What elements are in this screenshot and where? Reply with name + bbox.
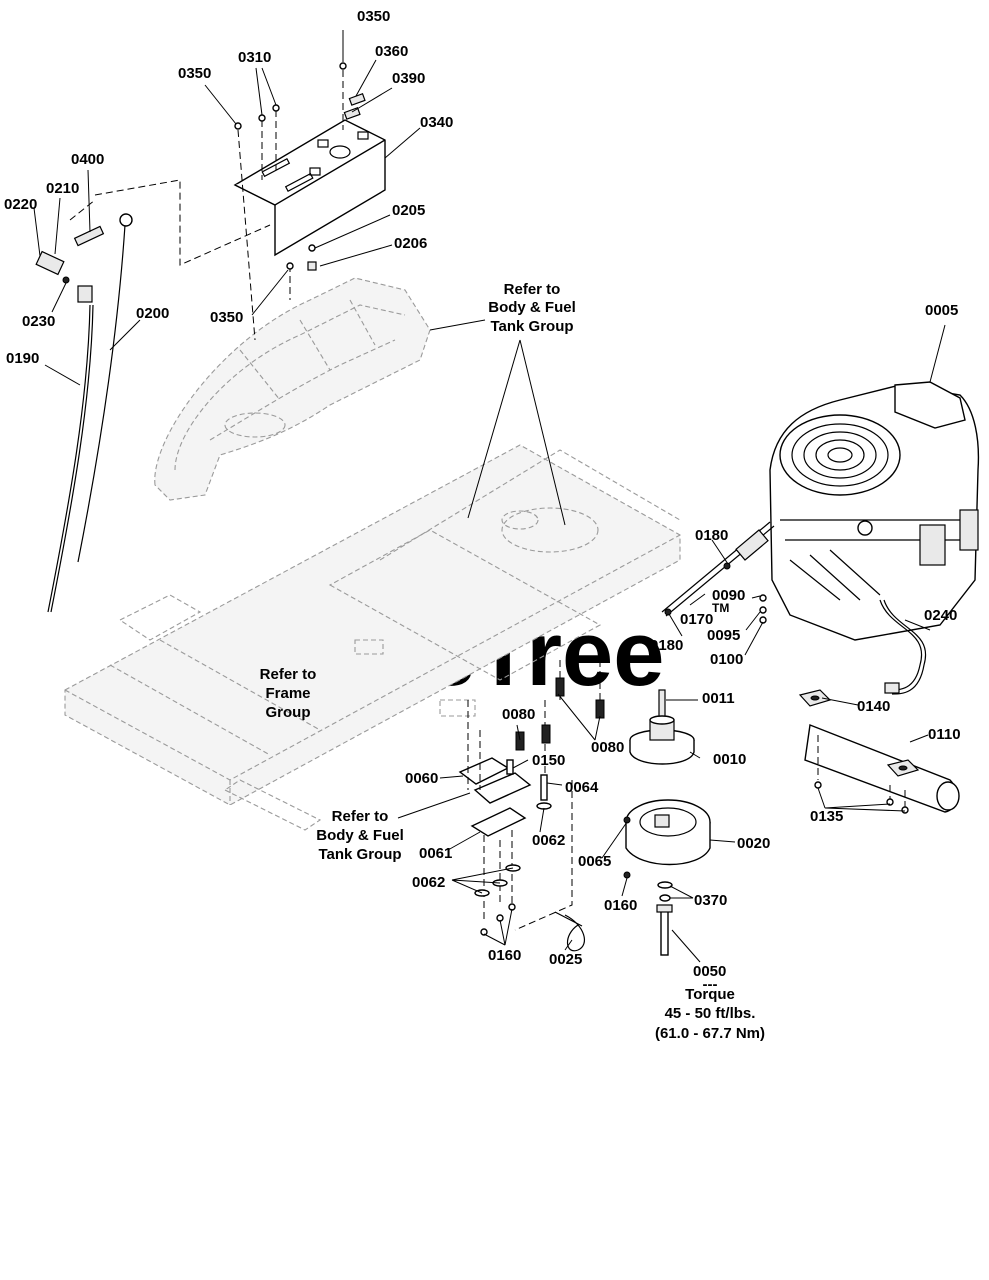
muffler (798, 689, 960, 814)
label-0190: 0190 (6, 350, 39, 367)
label-0095: 0095 (707, 627, 740, 644)
label-0135: 0135 (810, 808, 843, 825)
label-0011: 0011 (702, 690, 735, 707)
fuel-line (661, 521, 775, 624)
label-0140: 0140 (857, 698, 890, 715)
note-torque: --- Torque 45 - 50 ft/lbs. (61.0 - 67.7 … (655, 976, 765, 1042)
label-0090: 0090 (712, 587, 745, 604)
label-0220: 0220 (4, 196, 37, 213)
svg-text:Group: Group (266, 704, 311, 721)
label-0180-lower: 0180 (650, 637, 683, 654)
watermark-trademark: TM (712, 601, 729, 615)
note-body-fuel-bottom: Refer to Body & Fuel Tank Group (316, 808, 404, 863)
label-0150: 0150 (532, 752, 565, 769)
label-0060: 0060 (405, 770, 438, 787)
label-0350-left: 0350 (178, 65, 211, 82)
svg-text:---: --- (703, 976, 718, 993)
svg-text:45 - 50 ft/lbs.: 45 - 50 ft/lbs. (665, 1005, 756, 1022)
svg-text:Refer to: Refer to (504, 281, 561, 298)
label-0100: 0100 (710, 651, 743, 668)
note-frame: Refer to Frame Group (260, 666, 317, 721)
body-fuel-ghost (154, 277, 431, 501)
label-0080-left: 0080 (502, 706, 535, 723)
label-0390: 0390 (392, 70, 425, 87)
label-0020: 0020 (737, 835, 770, 852)
svg-text:Refer to: Refer to (260, 666, 317, 683)
frame-ghost (64, 444, 681, 831)
label-0062-left: 0062 (412, 874, 445, 891)
svg-text:Frame: Frame (265, 685, 310, 702)
pulley-clutch (623, 689, 711, 956)
label-0370: 0370 (694, 892, 727, 909)
label-0061: 0061 (419, 845, 452, 862)
label-0064: 0064 (565, 779, 599, 796)
leader-lines (33, 30, 946, 963)
svg-text:Tank Group: Tank Group (490, 318, 573, 335)
svg-text:Body & Fuel: Body & Fuel (488, 299, 576, 316)
label-0050: 0050 (693, 963, 726, 980)
label-0025: 0025 (549, 951, 582, 968)
label-0205: 0205 (392, 202, 425, 219)
switch-hardware (35, 225, 105, 303)
svg-text:Refer to: Refer to (332, 808, 389, 825)
label-0170: 0170 (680, 611, 713, 628)
svg-text:Tank Group: Tank Group (318, 846, 401, 863)
label-0360: 0360 (375, 43, 408, 60)
label-0005: 0005 (925, 302, 958, 319)
label-0350-bottom: 0350 (210, 309, 243, 326)
label-0160-right: 0160 (604, 897, 637, 914)
part-labels: 0350 0350 0310 0360 0390 0340 0400 0210 … (4, 8, 961, 980)
label-0350-top: 0350 (357, 8, 390, 25)
label-0340: 0340 (420, 114, 453, 131)
label-0230: 0230 (22, 313, 55, 330)
label-0065: 0065 (578, 853, 611, 870)
label-0080-right: 0080 (591, 739, 624, 756)
label-0310: 0310 (238, 49, 271, 66)
label-0200: 0200 (136, 305, 169, 322)
label-0210: 0210 (46, 180, 79, 197)
label-0110: 0110 (928, 726, 961, 743)
label-0062-right: 0062 (532, 832, 565, 849)
label-0160-left: 0160 (488, 947, 521, 964)
label-0400: 0400 (71, 151, 104, 168)
svg-text:(61.0 - 67.7 Nm): (61.0 - 67.7 Nm) (655, 1025, 765, 1042)
label-0206: 0206 (394, 235, 427, 252)
svg-text:Body & Fuel: Body & Fuel (316, 827, 404, 844)
svg-text:Torque: Torque (685, 986, 735, 1003)
label-0010: 0010 (713, 751, 746, 768)
label-0240: 0240 (924, 607, 957, 624)
label-0180-upper: 0180 (695, 527, 728, 544)
cables (47, 179, 271, 613)
engine (769, 381, 980, 695)
note-body-fuel-top: Refer to Body & Fuel Tank Group (488, 281, 576, 335)
